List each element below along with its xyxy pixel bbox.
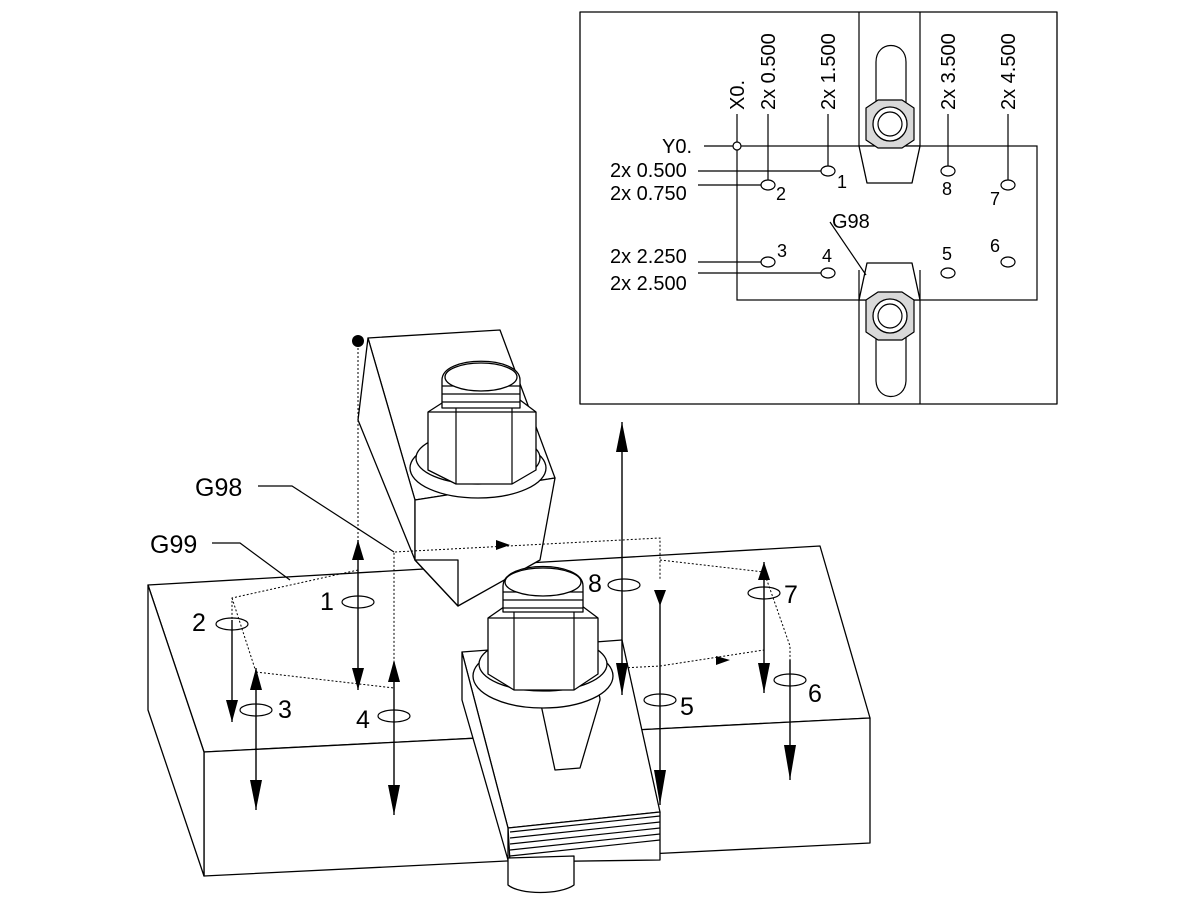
- inset-hole-4: [820, 267, 836, 279]
- inset-hole-label-4: 4: [822, 246, 832, 266]
- inset-x-dim-4: 2x 4.500: [998, 33, 1020, 110]
- iso-hole-label-7: 7: [784, 581, 798, 609]
- inset-y-dim-2: 2x 0.750: [610, 183, 687, 205]
- g98-label: G98: [195, 474, 242, 502]
- inset-y-dim-1: 2x 0.500: [610, 160, 687, 182]
- inset-x-dim-3: 2x 3.500: [938, 33, 960, 110]
- start-point: [352, 335, 364, 347]
- inset-y-dim-3: 2x 2.250: [610, 246, 687, 268]
- inset-x-dim-2: 2x 1.500: [818, 33, 840, 110]
- iso-hole-label-5: 5: [680, 693, 694, 721]
- inset-origin: [732, 141, 742, 151]
- inset-hole-label-2: 2: [776, 184, 786, 204]
- iso-hole-label-1: 1: [320, 588, 334, 616]
- inset-hole-label-3: 3: [777, 241, 787, 261]
- inset-g98-label: G98: [832, 211, 870, 233]
- g98-leader: [258, 485, 395, 553]
- inset-hole-3: [760, 256, 776, 268]
- iso-hole-label-2: 2: [192, 609, 206, 637]
- g99-label: G99: [150, 531, 197, 559]
- inset-hole-label-7: 7: [990, 189, 1000, 209]
- inset-hole-8: [940, 165, 956, 177]
- g99-leader: [212, 542, 291, 581]
- iso-hole-8: [607, 578, 641, 592]
- inset-hole-label-8: 8: [942, 179, 952, 199]
- inset-hole-1: [820, 165, 836, 177]
- iso-hole-label-3: 3: [278, 696, 292, 724]
- motion-arrows: [226, 422, 796, 815]
- back-clamp: [357, 329, 556, 607]
- front-clamp: [461, 565, 661, 894]
- inset-y0-label: Y0.: [662, 136, 692, 158]
- inset-x0-label: X0.: [727, 80, 749, 110]
- inset-x-dim-1: 2x 0.500: [758, 33, 780, 110]
- inset-y-dim-4: 2x 2.500: [610, 273, 687, 295]
- iso-hole-label-8: 8: [588, 570, 602, 598]
- iso-hole-label-4: 4: [356, 706, 370, 734]
- inset-hole-label-1: 1: [837, 172, 847, 192]
- inset-hole-label-6: 6: [990, 236, 1000, 256]
- iso-hole-label-6: 6: [808, 680, 822, 708]
- inset-hole-5: [940, 267, 956, 279]
- inset-top-view: X0. 2x 0.500 2x 1.500 2x 3.500 2x 4.500 …: [579, 11, 1058, 405]
- inset-hole-7: [1000, 179, 1016, 191]
- inset-hole-6: [1000, 256, 1016, 268]
- inset-hole-label-5: 5: [942, 244, 952, 264]
- inset-hole-2: [760, 179, 776, 191]
